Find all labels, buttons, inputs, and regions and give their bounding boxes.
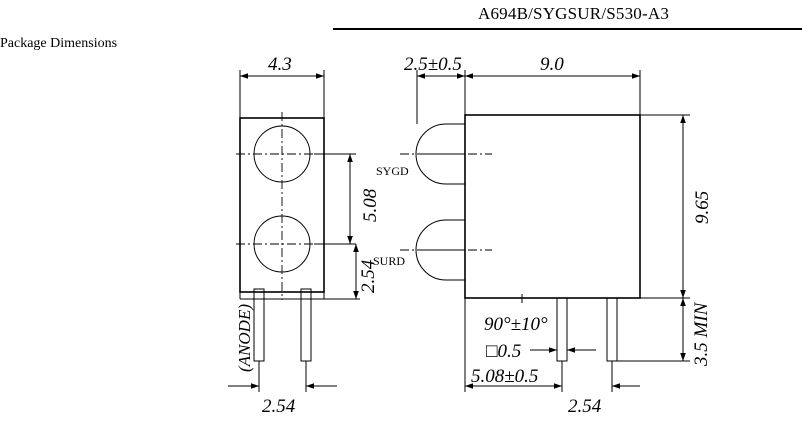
label-surd: SURD bbox=[373, 254, 405, 268]
dim-lens-depth: 2.5±0.5 bbox=[404, 54, 462, 75]
dim-angle: 90°±10° bbox=[484, 314, 548, 335]
dim-front-led-pitch: 5.08 bbox=[360, 188, 381, 222]
part-number-title: A694B/SYGSUR/S530-A3 bbox=[478, 4, 670, 23]
dim-front-offset: 2.54 bbox=[358, 259, 379, 293]
dim-body-depth: 9.0 bbox=[540, 54, 564, 75]
side-lens-lower bbox=[415, 219, 465, 281]
dim-front-lead-pitch: 2.54 bbox=[262, 396, 296, 417]
dim-body-height: 9.65 bbox=[692, 191, 713, 224]
front-lead-left bbox=[253, 288, 265, 362]
header-rule bbox=[333, 28, 802, 30]
side-view: SYGD SURD 2.5±0.5 9.0 9.65 3.5 MIN 90°±1… bbox=[373, 54, 713, 417]
section-title: Package Dimensions bbox=[0, 36, 118, 51]
side-body-outline bbox=[464, 114, 641, 299]
side-lead-left bbox=[556, 297, 568, 362]
dim-lead-section: □0.5 bbox=[486, 341, 521, 362]
dim-lead-length: 3.5 MIN bbox=[691, 301, 712, 367]
side-lens-upper bbox=[415, 123, 465, 185]
label-sygd: SYGD bbox=[376, 164, 409, 178]
dim-lead-offset: 5.08±0.5 bbox=[471, 366, 538, 387]
front-view: 4.3 5.08 2.54 2.54 (ANODE) bbox=[228, 54, 381, 417]
front-lead-right bbox=[300, 288, 312, 362]
dim-side-lead-pitch: 2.54 bbox=[568, 396, 602, 417]
anode-label: (ANODE) bbox=[235, 304, 254, 372]
side-lead-right bbox=[606, 297, 618, 362]
dim-front-width: 4.3 bbox=[268, 54, 292, 75]
